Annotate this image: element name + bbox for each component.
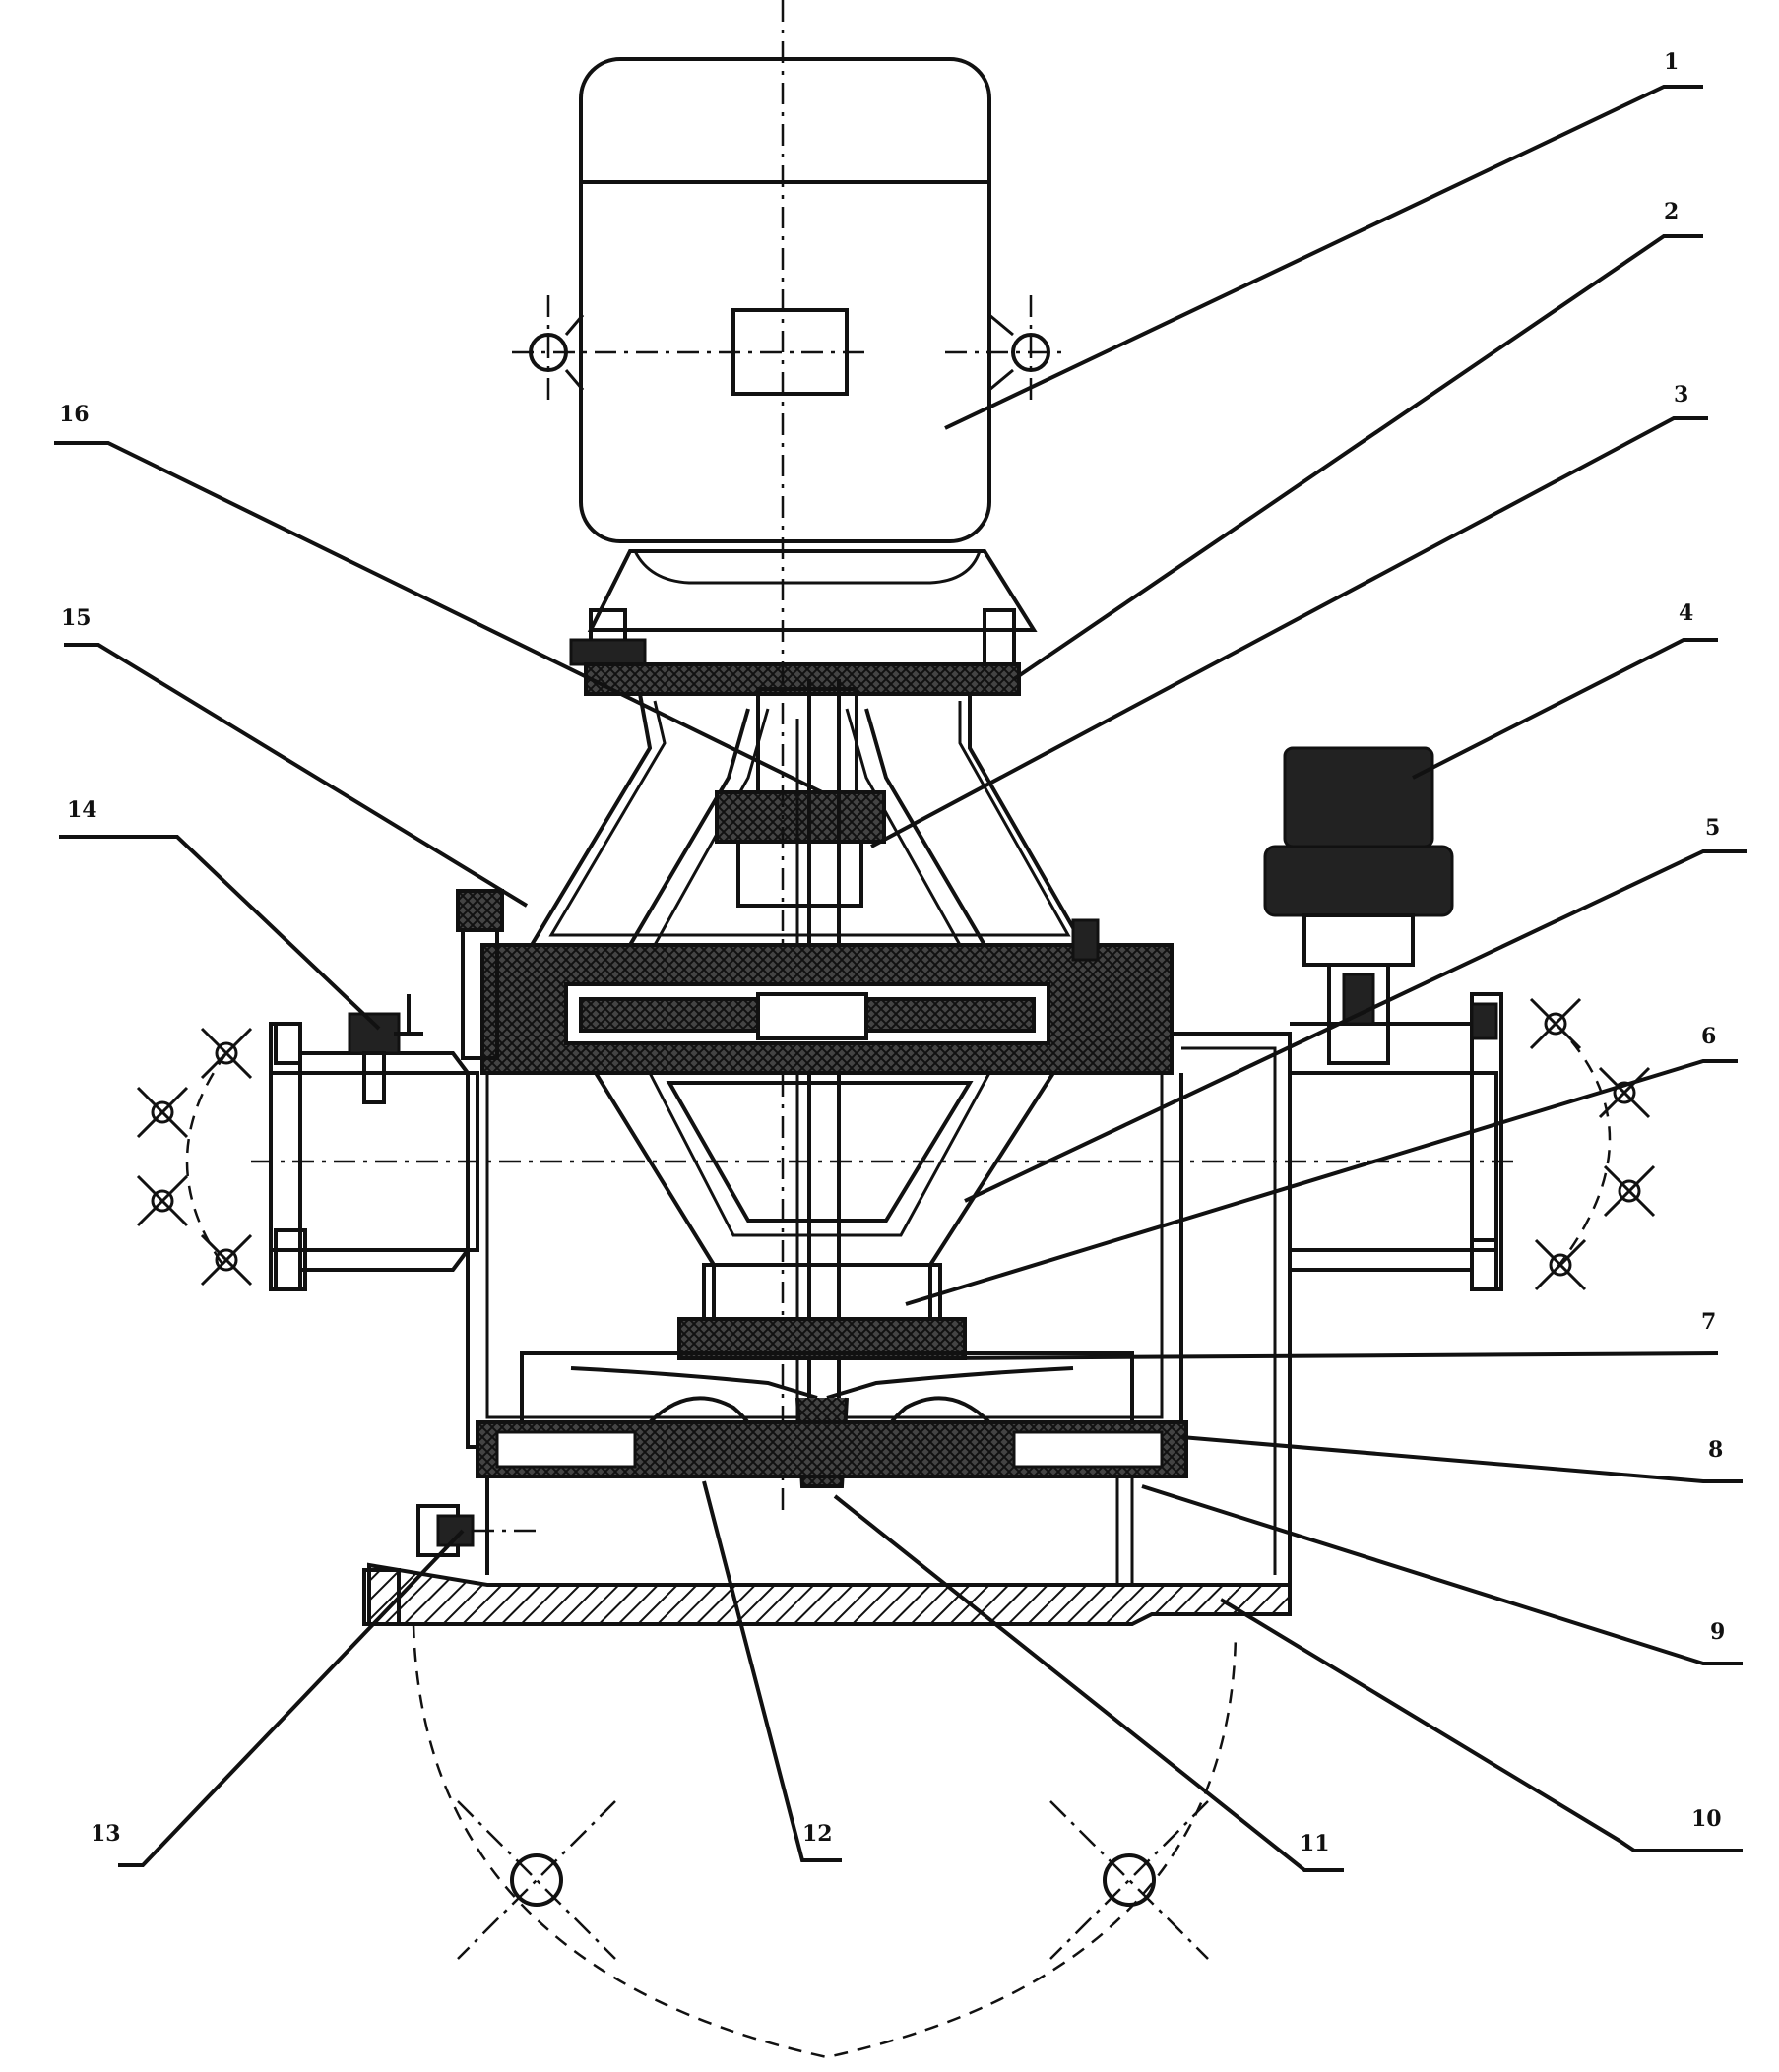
housing-bolt-left <box>456 889 504 1060</box>
callout-1: 1 <box>1664 49 1679 75</box>
housing-bolt-right <box>1071 918 1100 962</box>
coupling <box>715 687 886 908</box>
motor <box>512 57 1068 632</box>
drain-bolt <box>416 1504 537 1557</box>
callout-14: 14 <box>67 797 97 823</box>
callout-4: 4 <box>1679 600 1693 626</box>
callout-7: 7 <box>1701 1309 1716 1335</box>
impeller-region <box>476 1263 1188 1488</box>
callout-5: 5 <box>1705 815 1720 841</box>
flange-bolt-symbols-left <box>136 1027 253 1287</box>
callout-11: 11 <box>1300 1831 1330 1856</box>
callout-labels: 1 2 3 4 5 6 7 8 9 10 11 12 13 14 15 16 <box>59 49 1725 1856</box>
vent-valve <box>348 994 423 1104</box>
seal-housing <box>480 943 1174 1075</box>
callout-8: 8 <box>1708 1437 1723 1463</box>
callout-9: 9 <box>1710 1619 1725 1645</box>
shaft <box>781 0 841 1516</box>
callout-15: 15 <box>61 605 92 631</box>
callout-6: 6 <box>1701 1024 1716 1049</box>
flange-bolt-left <box>569 608 647 696</box>
leader-lines <box>54 85 1747 1872</box>
callout-13: 13 <box>91 1821 121 1847</box>
callout-12: 12 <box>802 1821 833 1847</box>
foundation-bolt-circle <box>412 1623 1238 2059</box>
pump-casing <box>251 1032 1516 1587</box>
callout-3: 3 <box>1674 382 1688 408</box>
base-plate <box>362 1476 1292 1626</box>
outlet-flange-right <box>1290 992 1656 1291</box>
callout-2: 2 <box>1664 199 1679 224</box>
pressure-gauge <box>1263 746 1454 1065</box>
callout-16: 16 <box>59 402 90 427</box>
callout-10: 10 <box>1691 1806 1722 1832</box>
flange-bolt-symbols-right <box>1529 997 1656 1291</box>
